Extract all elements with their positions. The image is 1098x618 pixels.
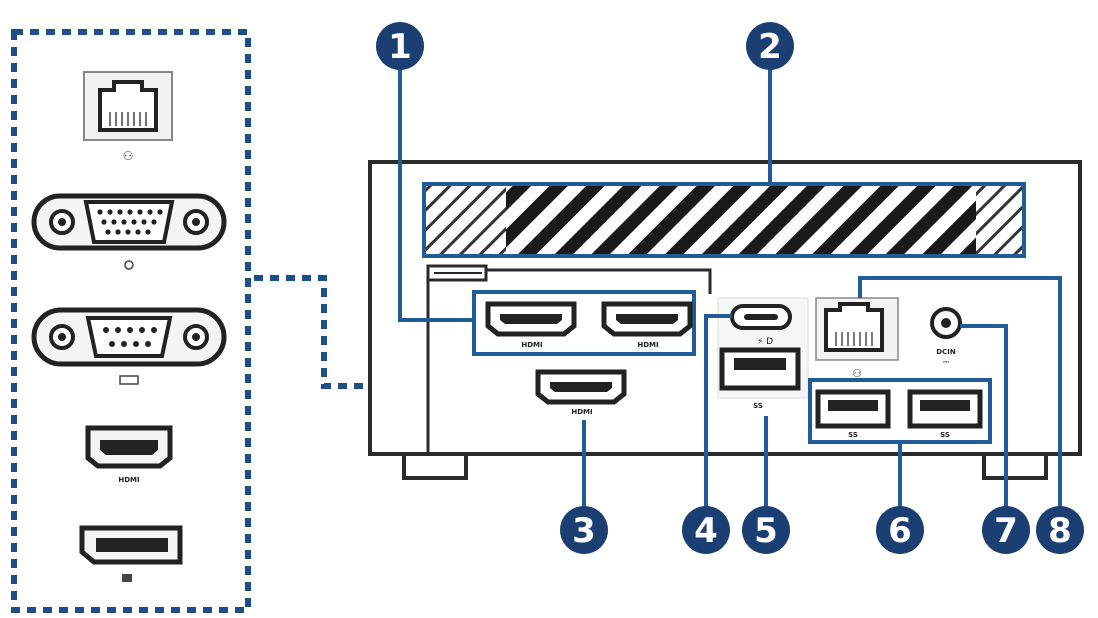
serial-port-icon (31, 307, 227, 385)
leader-lines (398, 66, 1062, 512)
device-rear-view: HDMI HDMI HDMI ⚡ D SS (368, 160, 1082, 480)
lan-symbol-icon: ⚇ (852, 367, 862, 380)
callout-5: 5 (742, 506, 790, 554)
vga-symbol-icon (124, 260, 134, 270)
svg-text:6: 6 (888, 511, 912, 551)
hdmi-port-3: HDMI (535, 369, 627, 416)
leader-line-4 (704, 314, 732, 512)
optional-ports-panel: ⚇ (11, 29, 251, 613)
usb-ss-label-6b: SS (940, 431, 950, 439)
svg-text:2: 2 (758, 27, 782, 67)
usb-ss-label-5: SS (753, 402, 763, 410)
displayport-icon (79, 525, 183, 582)
hdmi-port-pair: HDMI HDMI (472, 290, 696, 356)
lan-port: ⚇ (815, 297, 899, 380)
svg-text:5: 5 (754, 511, 778, 551)
callout-7: 7 (982, 506, 1030, 554)
svg-text:4: 4 (694, 511, 718, 551)
callout-2: 2 (746, 22, 794, 70)
callout-3: 3 (560, 506, 608, 554)
hdmi-port-1a: HDMI (485, 301, 577, 349)
usb-a-port-6a: SS (815, 389, 891, 439)
vga-port-icon (31, 193, 227, 270)
hdmi-port-icon: HDMI (85, 425, 173, 484)
hdmi-label-1a: HDMI (521, 341, 542, 349)
callout-1: 1 (376, 22, 424, 70)
usb-ss-label-6a: SS (848, 431, 858, 439)
svg-text:7: 7 (994, 511, 1018, 551)
displayport-symbol-icon (122, 574, 132, 582)
hdmi-label-1b: HDMI (637, 341, 658, 349)
io-panel-outline (426, 268, 712, 454)
dc-symbol-icon: ⎓ (943, 357, 950, 366)
callout-badges: 1 2 3 4 5 6 7 8 (376, 22, 1084, 554)
lan-network-icon: ⚇ (123, 149, 134, 163)
leader-line-7 (960, 324, 1008, 512)
leader-line-8 (858, 276, 1062, 512)
device-foot-left (402, 450, 468, 480)
dc-in-port: DCIN ⎓ (930, 307, 962, 366)
hdmi-label-3: HDMI (571, 408, 592, 416)
hdmi-pair-highlight (472, 290, 696, 356)
dotted-panel-border (11, 29, 251, 613)
leader-line-1 (398, 66, 474, 322)
usb-a-port: SS (719, 347, 801, 410)
svg-text:3: 3 (572, 511, 596, 551)
usb-c-symbol-icon: ⚡ D (757, 337, 773, 347)
callout-4: 4 (682, 506, 730, 554)
lan-port-icon: ⚇ (83, 71, 173, 163)
callout-6: 6 (876, 506, 924, 554)
hdmi-port-1b: HDMI (601, 301, 693, 349)
svg-text:1: 1 (388, 27, 412, 67)
hdmi-label: HDMI (118, 476, 139, 484)
usb-a-port-6b: SS (907, 389, 983, 439)
vent-grille (422, 182, 1026, 258)
callout-8: 8 (1036, 506, 1084, 554)
dc-in-label: DCIN (936, 348, 956, 356)
svg-text:8: 8 (1048, 511, 1072, 551)
serial-symbol-icon (119, 375, 139, 385)
